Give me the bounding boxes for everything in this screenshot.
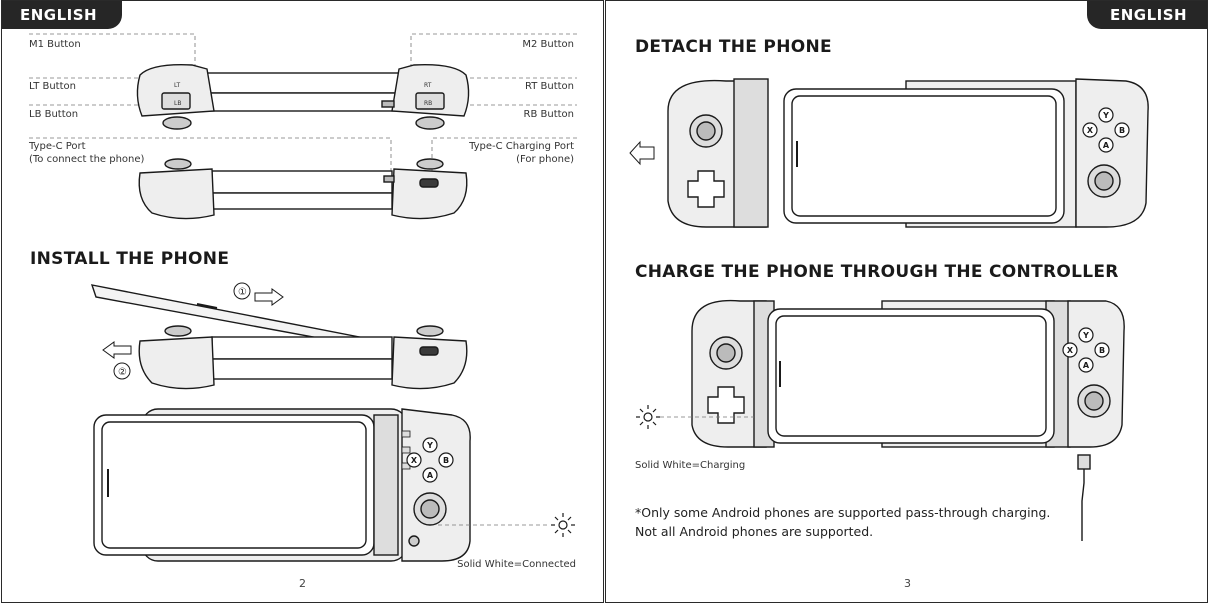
mark-rb: RB — [424, 100, 432, 107]
page-2: ENGLISH M1 Button M2 Button LT Button RT… — [1, 0, 604, 603]
detach-diagram — [629, 78, 1149, 228]
button-x: X — [411, 456, 418, 465]
label-typec-port-note: (To connect the phone) — [29, 154, 145, 165]
charge-diagram — [691, 299, 1125, 541]
button-x-detach: X — [1087, 126, 1094, 135]
install-diagram — [90, 282, 468, 390]
button-y: Y — [426, 441, 433, 450]
language-tab: ENGLISH — [2, 1, 122, 29]
note-line-1: *Only some Android phones are supported … — [635, 505, 1051, 520]
label-lb-button: LB Button — [29, 109, 79, 120]
label-m2-button: M2 Button — [522, 39, 574, 50]
install-heading: INSTALL THE PHONE — [30, 249, 230, 269]
mark-lt: LT — [174, 82, 181, 89]
button-b-charge: B — [1099, 346, 1105, 355]
detach-heading: DETACH THE PHONE — [635, 37, 832, 57]
charging-led-icon — [636, 405, 660, 429]
step-one-marker: ① — [238, 287, 247, 298]
button-a-charge: A — [1083, 361, 1090, 370]
mark-rt: RT — [424, 82, 432, 89]
page-3: ENGLISH DETACH THE PHONE CHARGE THE PHON… — [605, 0, 1208, 603]
button-b-detach: B — [1119, 126, 1125, 135]
label-typec-charging-port: Type-C Charging Port — [469, 141, 574, 152]
label-lt-button: LT Button — [29, 81, 76, 92]
label-typec-charging-note: (For phone) — [516, 154, 574, 165]
label-typec-port: Type-C Port — [29, 141, 86, 152]
button-y-detach: Y — [1102, 111, 1109, 120]
language-tab-right: ENGLISH — [1087, 1, 1207, 29]
button-x-charge: X — [1067, 346, 1074, 355]
label-m1-button: M1 Button — [29, 39, 81, 50]
label-rb-button: RB Button — [523, 109, 574, 120]
label-rt-button: RT Button — [524, 81, 574, 92]
page-number: 2 — [299, 577, 306, 590]
right-illustrations: Y X B A — [629, 78, 1149, 541]
installed-diagram — [93, 408, 471, 562]
status-connected-label: Solid White=Connected — [457, 559, 576, 570]
button-a-detach: A — [1103, 141, 1110, 150]
button-b: B — [443, 456, 449, 465]
page-number-right: 3 — [904, 577, 911, 590]
status-charging-label: Solid White=Charging — [635, 460, 746, 471]
abxy-buttons-charge — [1062, 327, 1110, 373]
led-light-icon — [551, 513, 575, 537]
controller-front-view — [138, 158, 468, 220]
step-two-marker: ② — [118, 367, 127, 378]
charge-heading: CHARGE THE PHONE THROUGH THE CONTROLLER — [635, 262, 1119, 282]
abxy-buttons-left — [406, 437, 454, 483]
mark-lb: LB — [174, 100, 181, 107]
controller-top-view — [136, 64, 470, 130]
abxy-buttons-detach — [1082, 107, 1130, 153]
note-line-2: Not all Android phones are supported. — [635, 524, 874, 539]
left-illustrations: LT LB RT RB — [29, 33, 577, 562]
button-a: A — [427, 471, 434, 480]
button-y-charge: Y — [1082, 331, 1089, 340]
